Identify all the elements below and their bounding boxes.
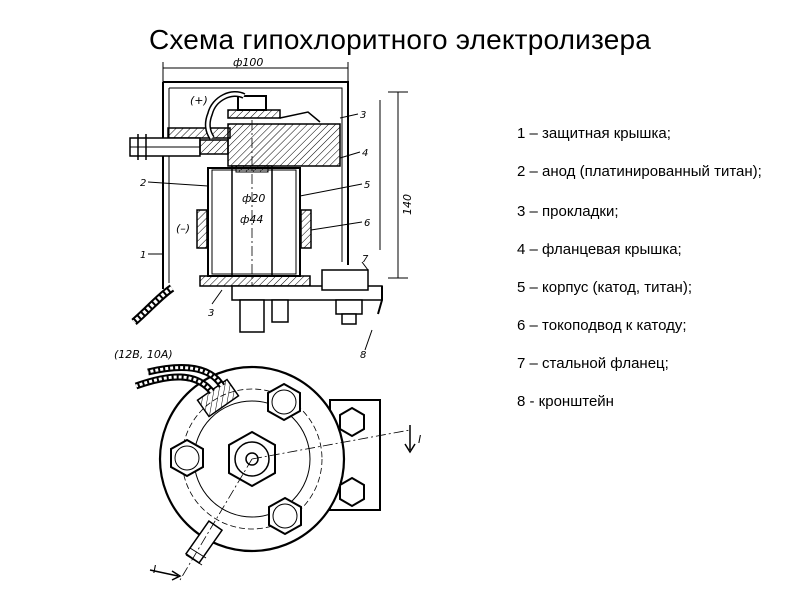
dim-outer-diameter-label: ф100 [233,56,263,69]
bottom-bolt [239,299,265,333]
anode-polarity-label: (+) [190,94,208,107]
power-rating-label: (12В, 10А) [114,348,173,361]
bracket [377,286,383,315]
section-view [129,62,408,351]
anode-rod [231,165,273,277]
flange-bolt-bottom [268,496,302,536]
callout-5: 5 [364,180,370,191]
bracket-bolt-bottom [339,476,365,508]
legend-item-2: 2 – анод (платинированный титан); [517,163,762,180]
legend-item-4: 4 – фланцевая крышка; [517,241,682,258]
callout-8: 8 [360,350,366,361]
legend-item-7: 7 – стальной фланец; [517,355,669,372]
flange-cover [227,123,341,167]
slide-title: Схема гипохлоритного электролизера [148,24,652,55]
dim-body-diameter-label: ф44 [240,213,263,226]
legend-item-6: 6 – токоподвод к катоду; [517,317,687,334]
section-label-right: I [418,433,421,446]
callout-3-bottom: 3 [208,308,214,319]
callout-2: 2 [140,178,146,189]
flange-bolt-left [170,438,204,478]
bracket-bolt-top [339,406,365,438]
callout-3: 3 [360,110,366,121]
dim-height-label: 140 [401,194,414,215]
dim-anode-diameter-label: ф20 [242,192,265,205]
legend-item-1: 1 – защитная крышка; [517,125,671,142]
callout-6: 6 [364,218,370,229]
legend-item-5: 5 – корпус (катод, титан); [517,279,692,296]
cathode-lead-left [196,209,208,249]
legend-item-8: 8 - кронштейн [517,393,614,410]
cathode-polarity-label: (–) [176,222,190,235]
section-mark-left [149,569,179,577]
bottom-gasket [199,275,311,287]
callout-7: 7 [362,254,369,265]
flange-bolt-top [267,382,301,422]
legend-list: 1 – защитная крышка; 2 – анод (платиниро… [517,124,797,430]
cathode-lead-right [300,209,312,249]
callout-1: 1 [140,250,146,261]
plan-view [134,364,416,581]
legend-item-3: 3 – прокладки; [517,203,619,220]
section-label-left: I [153,563,156,576]
callout-4: 4 [362,148,368,159]
